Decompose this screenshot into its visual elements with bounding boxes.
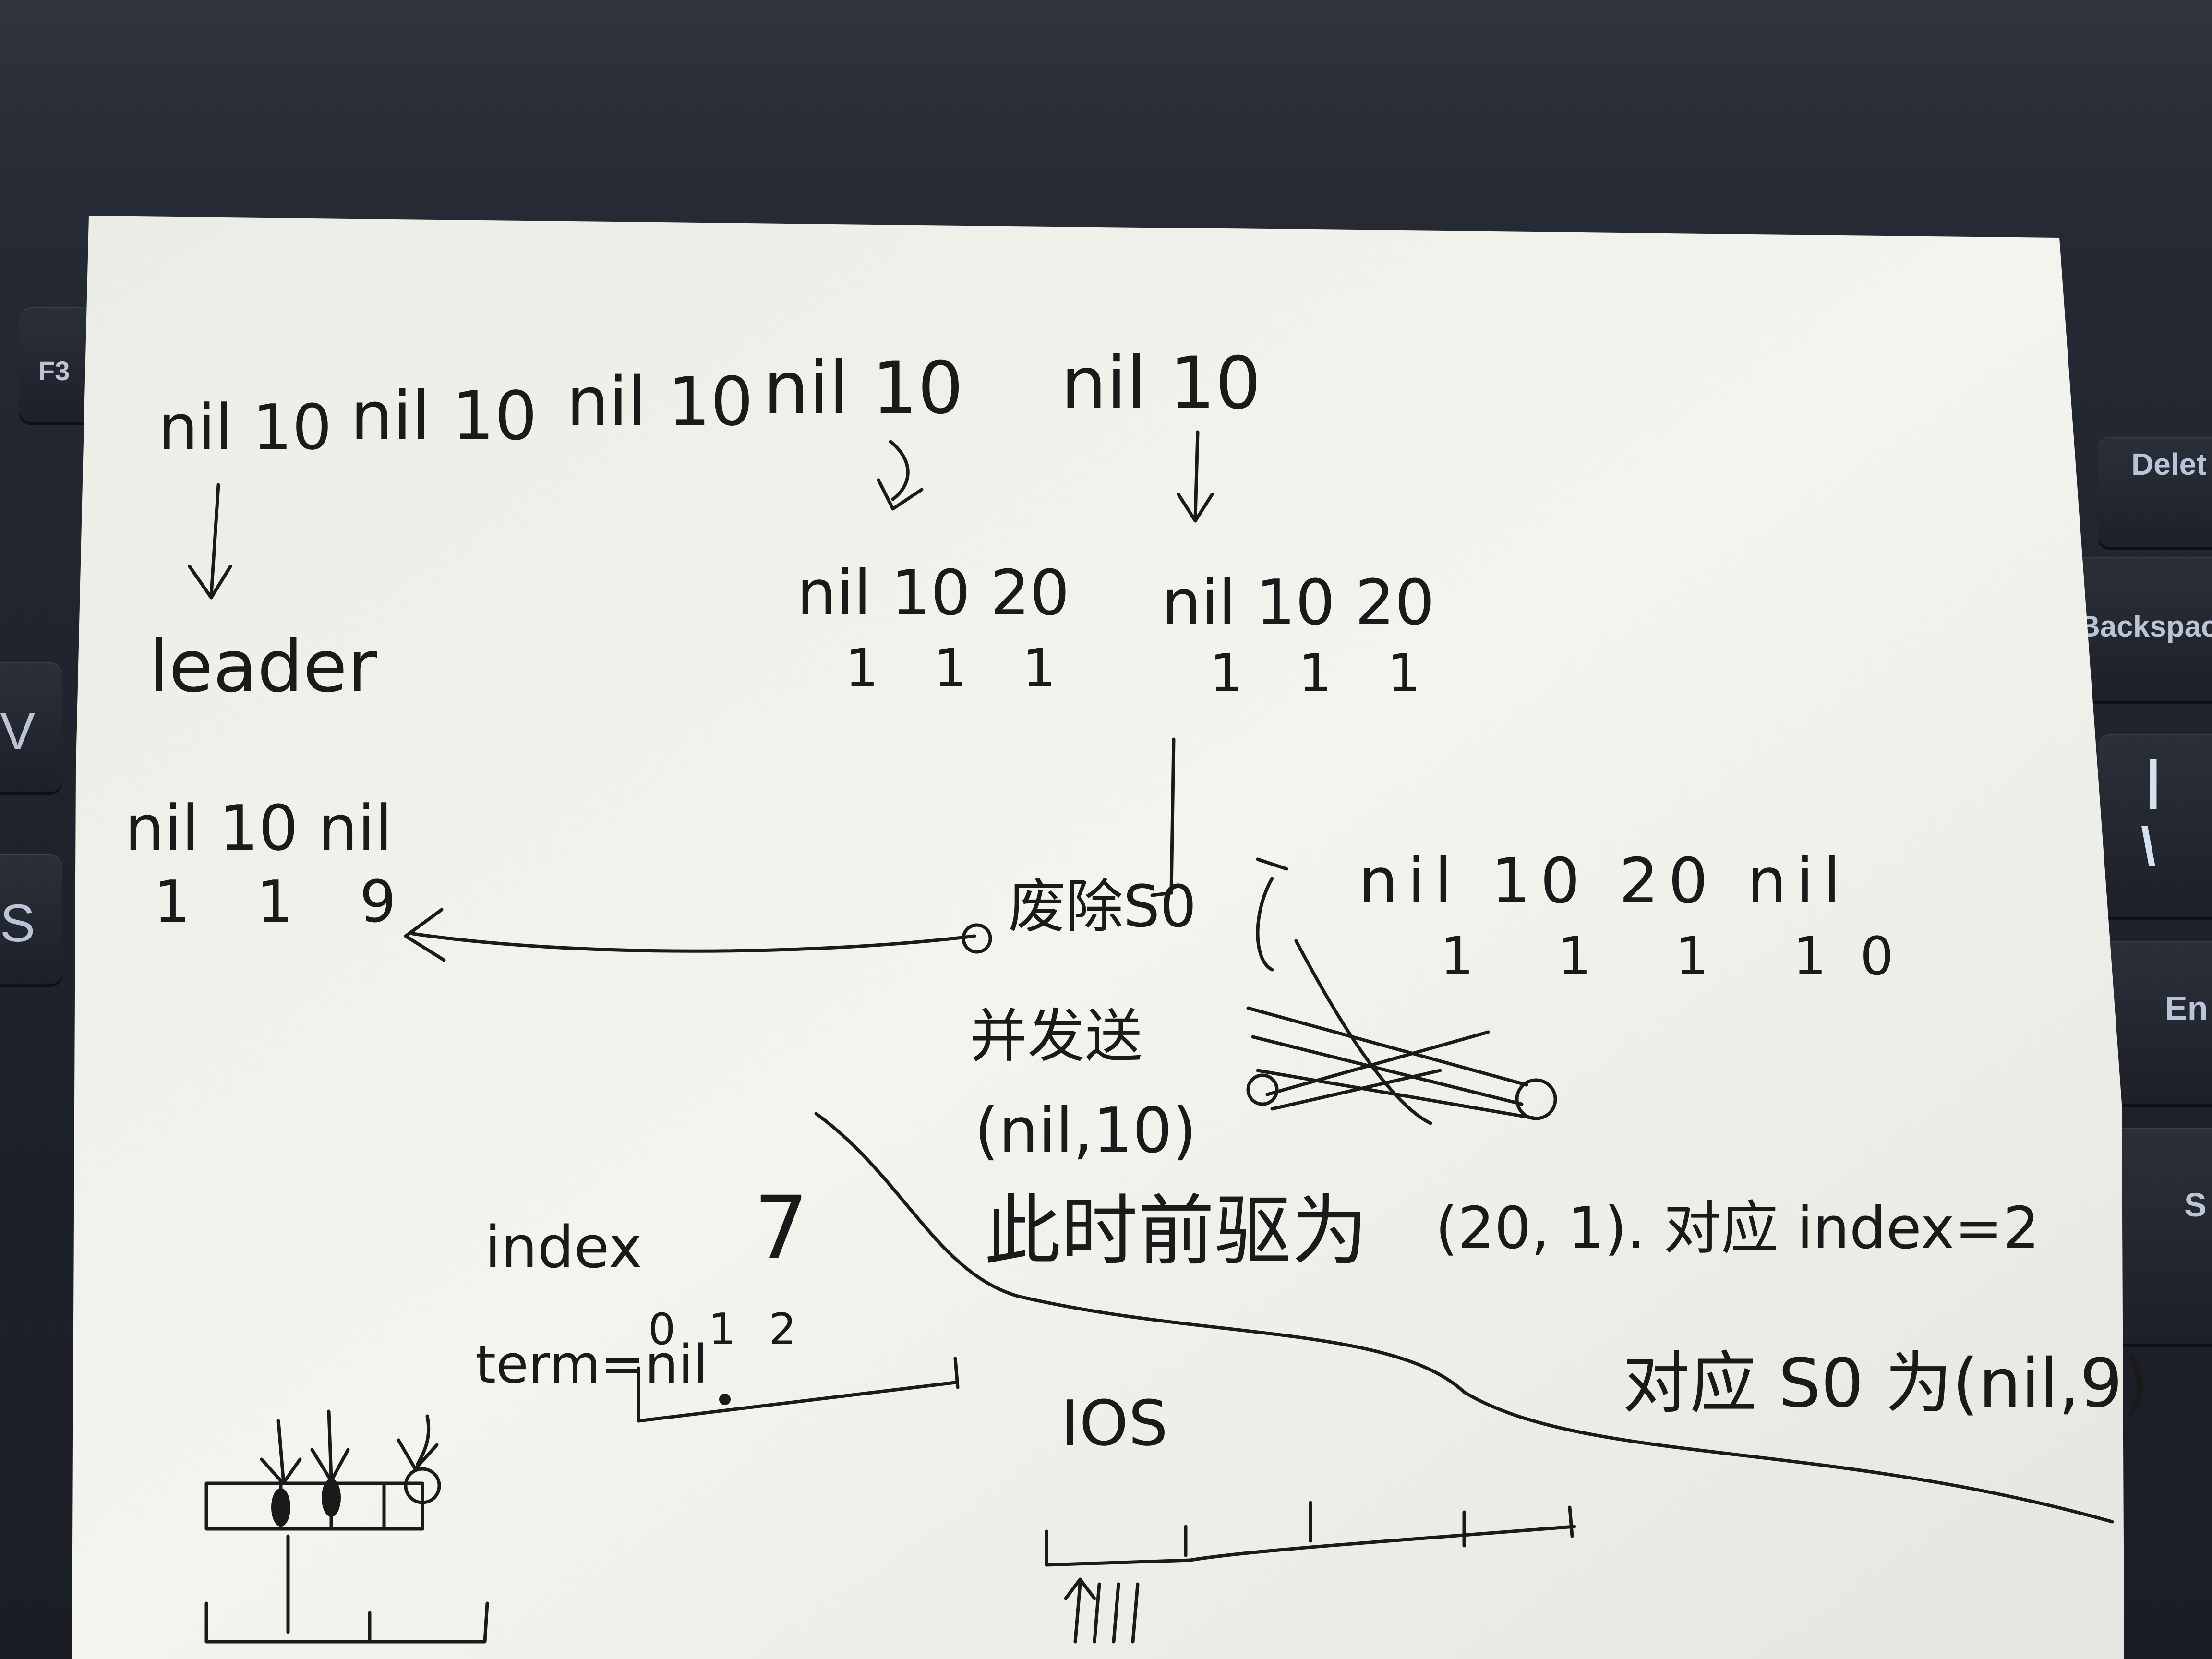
top-row-item-3: nil 10 bbox=[566, 363, 753, 441]
key-v: V bbox=[0, 662, 62, 792]
arrow-down-left bbox=[877, 440, 924, 511]
right-block-top: nil 10 20 nil bbox=[1358, 844, 1850, 917]
timeline-bottom-right bbox=[1045, 1501, 1576, 1567]
key-backslash: |\ bbox=[2098, 734, 2212, 917]
numbers-row: 0 1 2 bbox=[648, 1304, 806, 1355]
top-row-item-2: nil 10 bbox=[350, 377, 537, 456]
leader-label: leader bbox=[149, 625, 377, 709]
key-f3: F3 bbox=[19, 307, 96, 422]
top-row-item-5: nil 10 bbox=[1061, 342, 1261, 425]
arrow-to-leader bbox=[188, 483, 232, 600]
sent-entry: (nil,10) bbox=[974, 1094, 1197, 1167]
key-delete: Delet bbox=[2098, 437, 2212, 547]
scribble-crossout bbox=[1246, 857, 1557, 1125]
mid-right-bottom: 1 1 1 bbox=[1210, 642, 1440, 704]
paper-sheet bbox=[72, 216, 2124, 1659]
ios-label: IOS bbox=[1061, 1387, 1168, 1460]
long-arrow-left bbox=[404, 908, 976, 962]
send-text: 并发送 bbox=[970, 1003, 1142, 1070]
seven-mark: 7 bbox=[754, 1178, 809, 1278]
log-diagram-bottom-left bbox=[204, 1409, 489, 1644]
top-row-item-4: nil 10 bbox=[763, 347, 963, 430]
mid-left-bottom: 1 1 1 bbox=[845, 637, 1075, 699]
divider-curve bbox=[814, 1112, 2114, 1524]
mid-right-top: nil 10 20 bbox=[1162, 566, 1434, 639]
bracket-line bbox=[1150, 737, 1176, 897]
term-label: term=nil bbox=[475, 1334, 708, 1395]
mid-left-top: nil 10 20 bbox=[797, 556, 1070, 629]
index-label: index bbox=[485, 1214, 642, 1281]
top-row: nil 10 nil 10 nil 10 nil 10 nil 10 bbox=[158, 342, 1261, 464]
timeline-arrows bbox=[1064, 1577, 1140, 1644]
right-block-bottom: 1 1 1 10 bbox=[1440, 926, 1927, 987]
left-block-bottom: 1 1 9 bbox=[154, 869, 420, 936]
arrow-knot bbox=[962, 923, 992, 954]
key-s: S bbox=[0, 854, 62, 984]
top-row-item-1: nil 10 bbox=[158, 391, 332, 464]
index-dot bbox=[719, 1394, 731, 1405]
arrow-down-right bbox=[1177, 430, 1214, 523]
key-backspace: Backspac bbox=[2074, 557, 2212, 701]
discard-text: 废除S0 bbox=[1008, 874, 1197, 940]
left-block-top: nil 10 nil bbox=[125, 792, 392, 865]
s0-note: 对应 S0 为(nil,9) bbox=[1623, 1345, 2149, 1423]
index-bracket bbox=[637, 1357, 960, 1423]
predecessor-note: 此时前驱为 bbox=[984, 1186, 1368, 1276]
predecessor-value: (20, 1). 对应 index=2 bbox=[1435, 1195, 2040, 1262]
